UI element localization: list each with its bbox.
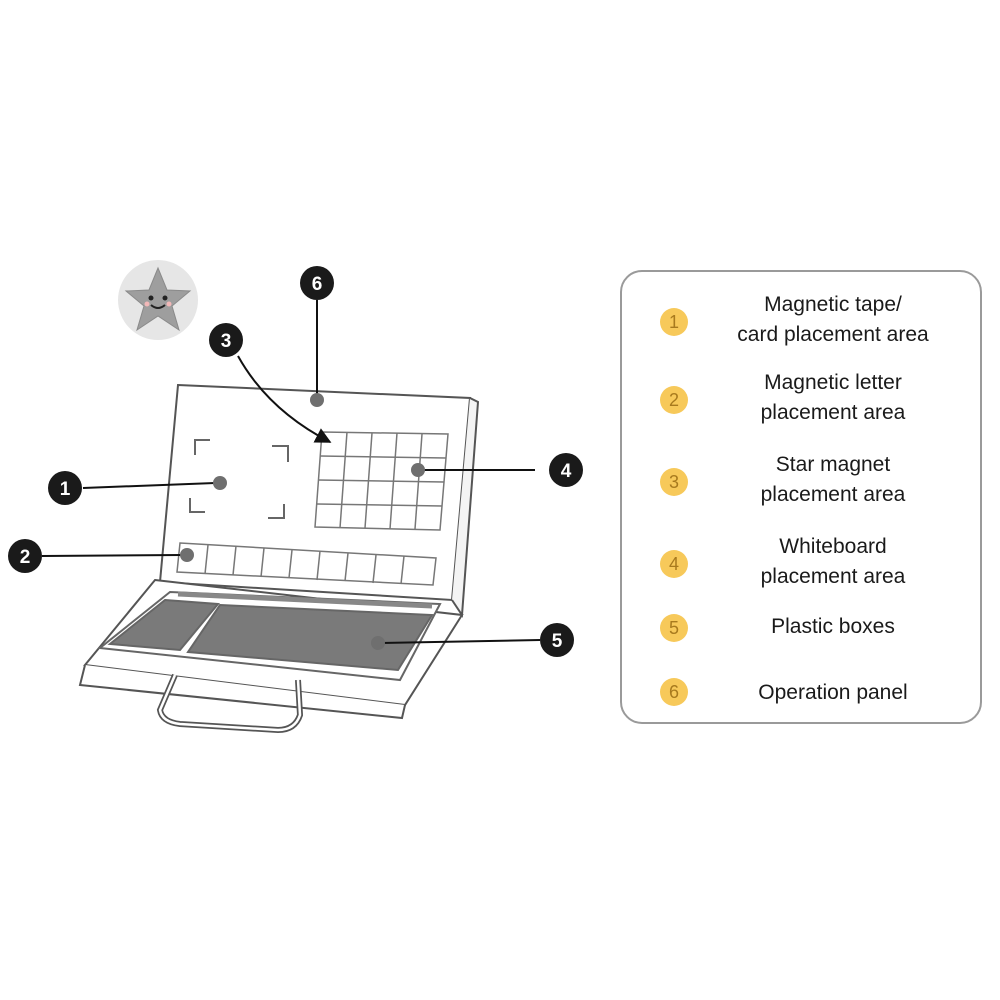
callout-5: 5	[540, 623, 574, 657]
callout-3: 3	[209, 323, 243, 357]
legend-label-2: Magnetic letter placement area	[760, 371, 906, 424]
star-mascot-icon	[118, 260, 198, 340]
svg-text:2: 2	[20, 547, 31, 568]
plastic-box-left	[107, 598, 221, 652]
svg-text:1: 1	[60, 479, 71, 500]
svg-text:4: 4	[561, 461, 572, 482]
legend-label-3: Star magnet placement area	[760, 453, 906, 506]
legend-label-5: Plastic boxes	[771, 615, 895, 638]
plastic-box-right	[186, 603, 434, 672]
legend-badge-6: 6	[660, 678, 688, 706]
svg-text:5: 5	[552, 631, 563, 652]
callout-6: 6	[300, 266, 334, 300]
legend-badge-4: 4	[660, 550, 688, 578]
legend-badge-1: 1	[660, 308, 688, 336]
briefcase-illustration	[78, 383, 480, 734]
callout-2: 2	[8, 539, 42, 573]
letter-strip	[176, 542, 437, 586]
svg-text:6: 6	[312, 274, 323, 295]
legend-badge-5: 5	[660, 614, 688, 642]
legend-badge-2: 2	[660, 386, 688, 414]
legend-label-6: Operation panel	[758, 681, 908, 704]
callout-4: 4	[549, 453, 583, 487]
svg-text:3: 3	[221, 331, 232, 352]
legend-panel: 1 Magnetic tape/ card placement area 2 M…	[620, 270, 982, 724]
legend-label-4: Whiteboard placement area	[760, 535, 906, 588]
callout-1: 1	[48, 471, 82, 505]
whiteboard-grid	[314, 431, 449, 531]
legend-label-1: Magnetic tape/ card placement area	[737, 293, 929, 346]
legend-badge-3: 3	[660, 468, 688, 496]
operation-panel	[158, 383, 472, 602]
